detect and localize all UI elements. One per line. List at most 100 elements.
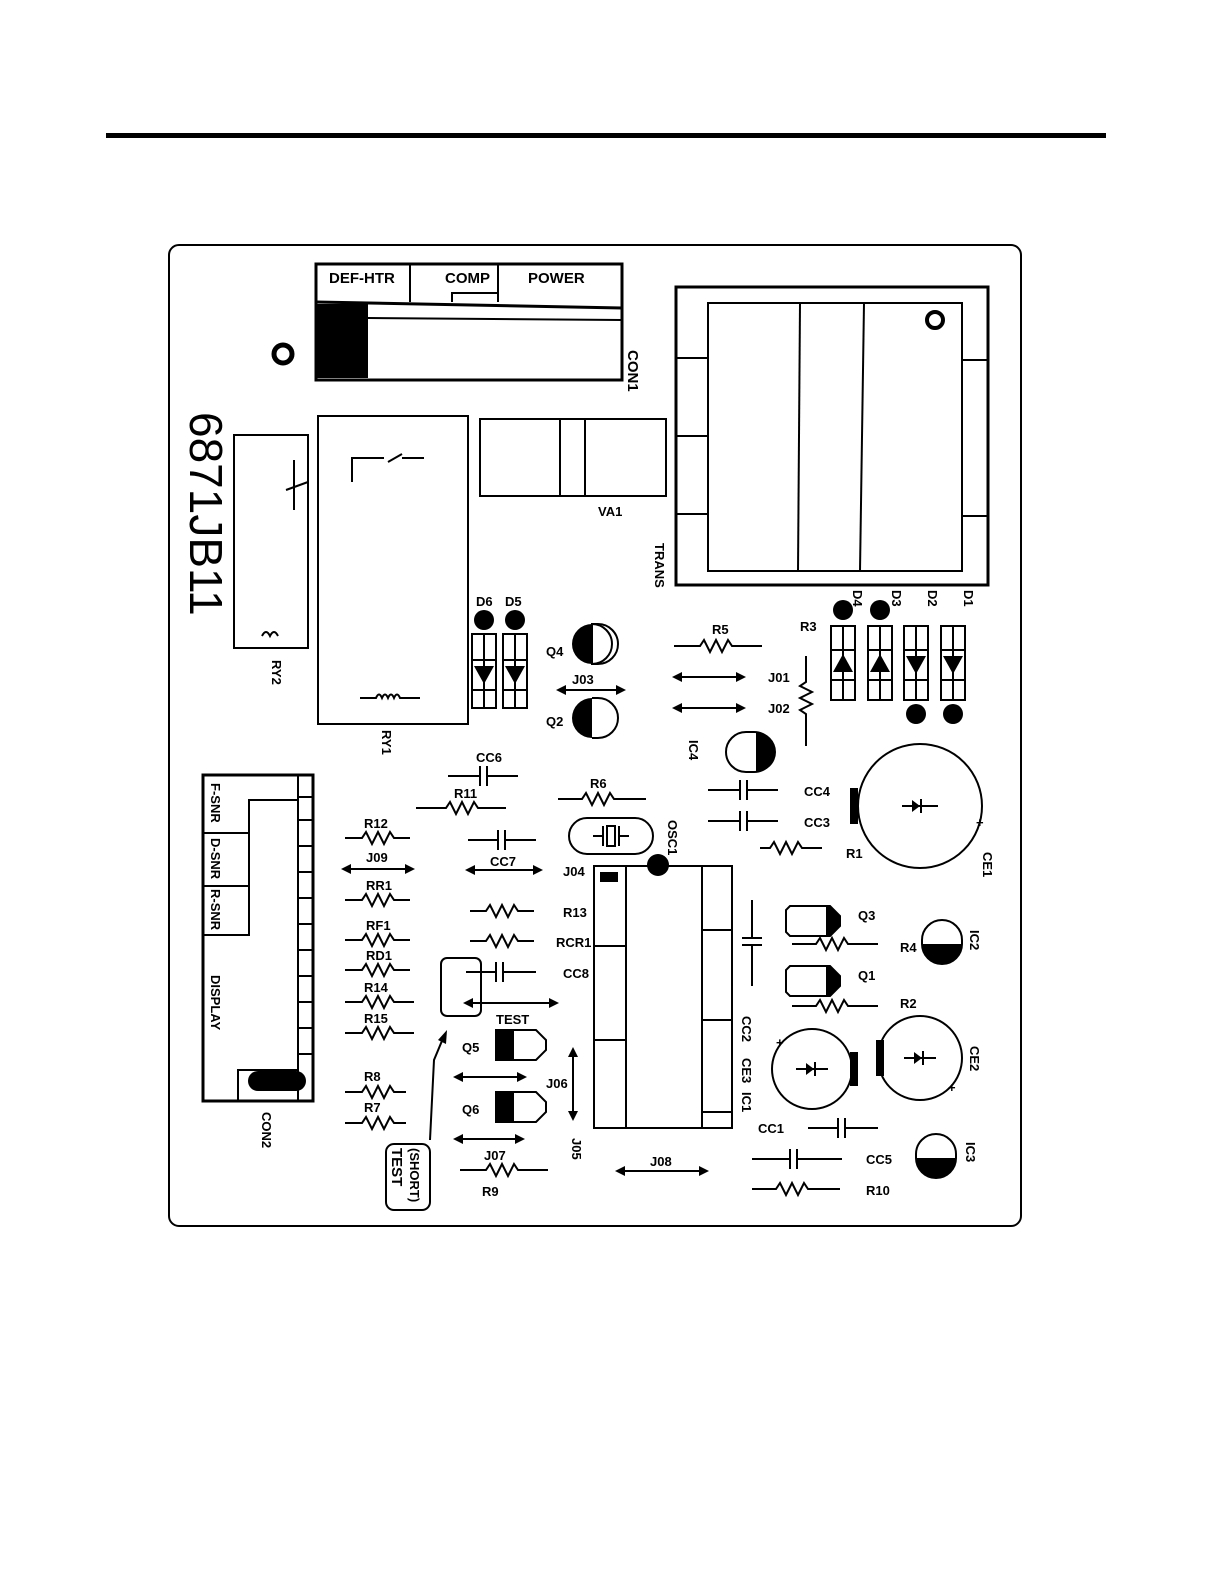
varistor-va1: VA1 <box>479 418 667 519</box>
capacitor-cc5: CC5 <box>752 1149 892 1169</box>
label-test-short-1: TEST <box>388 1148 405 1186</box>
regulator-ic4: IC4 <box>686 731 776 773</box>
capacitor-ce2: + CE2 <box>876 1015 982 1101</box>
microcontroller-ic1: IC1 <box>593 854 754 1129</box>
con1-connector: DEF-HTR COMP POWER CON1 <box>314 262 641 392</box>
label-f-snr: F-SNR <box>208 783 223 823</box>
label-q6: Q6 <box>462 1102 479 1117</box>
jumper-j06: J06 <box>546 1047 578 1121</box>
test-short-pad[interactable]: TEST (SHORT) <box>385 1143 431 1211</box>
label-q2: Q2 <box>546 714 563 729</box>
jumper-unnamed-1 <box>453 1072 527 1082</box>
capacitor-cc2: CC2 <box>739 900 762 1042</box>
jumper-j04: J04 <box>465 864 585 879</box>
label-r3: R3 <box>800 619 817 634</box>
plus-ce3: + <box>776 1035 784 1050</box>
label-j02: J02 <box>768 701 790 716</box>
label-r5: R5 <box>712 622 729 637</box>
capacitor-ce1: + CE1 <box>850 743 995 877</box>
test-pointer-arrow <box>438 1030 447 1044</box>
jumper-j02: J02 <box>672 701 790 716</box>
label-r2: R2 <box>900 996 917 1011</box>
resistor-r7: R7 <box>345 1100 406 1132</box>
label-comp: COMP <box>445 270 490 287</box>
jumper-test: TEST <box>463 998 559 1027</box>
resistor-r11: R11 <box>416 786 506 817</box>
label-ce1: CE1 <box>980 852 995 877</box>
label-ic2: IC2 <box>967 930 982 950</box>
test-pointer-line <box>429 1035 445 1141</box>
label-ic1: IC1 <box>739 1092 754 1112</box>
label-r7: R7 <box>364 1100 381 1115</box>
label-r14: R14 <box>364 980 389 995</box>
diode-d4: D4 <box>830 590 865 701</box>
label-j03: J03 <box>572 672 594 687</box>
capacitor-ce3: + <box>771 1028 858 1110</box>
label-ce2: CE2 <box>967 1046 982 1071</box>
diode-d5: D5 <box>502 594 528 709</box>
label-osc1: OSC1 <box>665 820 680 855</box>
label-ce3: CE3 <box>739 1058 754 1083</box>
label-d3: D3 <box>889 590 904 607</box>
resistor-r5: R5 <box>674 622 762 655</box>
capacitor-cc7: CC7 <box>468 830 536 869</box>
transistor-q4: Q4 <box>546 622 619 666</box>
label-test: TEST <box>496 1012 529 1027</box>
resistor-r12: R12 <box>345 816 410 847</box>
resistor-r10: R10 <box>752 1180 890 1198</box>
jumper-j09: J09 <box>341 850 415 874</box>
resistor-r2-line: R2 <box>792 996 917 1015</box>
label-cc3: CC3 <box>804 815 830 830</box>
label-con2: CON2 <box>259 1112 274 1148</box>
label-def-htr: DEF-HTR <box>329 270 395 287</box>
label-test-short-2: (SHORT) <box>407 1148 422 1202</box>
transistor-q6: Q6 <box>462 1091 547 1123</box>
label-j05: J05 <box>569 1138 584 1160</box>
plus-ce1: + <box>976 815 984 830</box>
label-ry2: RY2 <box>269 660 284 685</box>
label-d-snr: D-SNR <box>208 838 223 880</box>
label-cc8: CC8 <box>563 966 589 981</box>
resistor-r13: R13 <box>470 902 587 920</box>
label-r10: R10 <box>866 1183 890 1198</box>
capacitor-cc8: CC8 <box>466 962 589 982</box>
mounting-hole <box>271 342 295 366</box>
label-j09: J09 <box>366 850 388 865</box>
label-ry1: RY1 <box>379 730 394 755</box>
plus-ce2: + <box>948 1080 956 1095</box>
label-ic3: IC3 <box>963 1142 978 1162</box>
label-cc6: CC6 <box>476 750 502 765</box>
relay-ry1: RY1 <box>317 415 469 755</box>
jumper-j08: J08 <box>615 1154 709 1176</box>
label-d6: D6 <box>476 594 493 609</box>
label-q5: Q5 <box>462 1040 479 1055</box>
transistor-q2: Q2 <box>546 697 619 739</box>
label-power: POWER <box>528 270 585 287</box>
resistor-r9: R9 <box>460 1161 548 1199</box>
label-cc4: CC4 <box>804 784 831 799</box>
page-header-rule <box>106 133 1106 138</box>
label-j06: J06 <box>546 1076 568 1091</box>
capacitor-cc3: CC3 <box>708 811 830 831</box>
transistor-q3: Q3 <box>785 905 875 937</box>
capacitor-cc1: CC1 <box>758 1118 878 1138</box>
label-r-snr: R-SNR <box>208 889 223 931</box>
board-id: 6871JB11 <box>180 412 232 616</box>
label-trans: TRANS <box>652 543 667 588</box>
resistor-r1: R1 <box>760 839 863 861</box>
label-display: DISPLAY <box>208 975 223 1030</box>
regulator-ic3: IC3 <box>915 1133 978 1179</box>
label-cc1: CC1 <box>758 1121 784 1136</box>
jumper-j03: J03 <box>556 672 626 695</box>
jumper-j01: J01 <box>672 670 790 685</box>
label-rr1: RR1 <box>366 878 392 893</box>
label-r13: R13 <box>563 905 587 920</box>
test-switch-outline <box>440 957 482 1017</box>
label-r6: R6 <box>590 776 607 791</box>
label-rf1: RF1 <box>366 918 391 933</box>
relay-ry2: RY2 <box>233 434 309 685</box>
label-cc2: CC2 <box>739 1016 754 1042</box>
oscillator-osc1: OSC1 <box>568 817 680 855</box>
resistor-r14: R14 <box>345 980 414 1011</box>
